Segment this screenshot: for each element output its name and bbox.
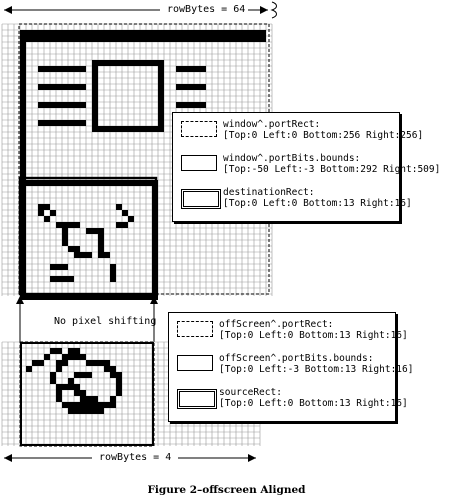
top-dimension-arrowhead-left (4, 6, 12, 14)
legend-title: destinationRect: (223, 187, 315, 198)
dashed-rect-swatch (177, 321, 213, 337)
bottom-rowbytes-label: rowBytes = 4 (96, 452, 175, 464)
legend-title: offScreen^.portBits.bounds: (219, 353, 374, 364)
window-legend-box: window^.portRect: [Top:0 Left:0 Bottom:2… (172, 112, 440, 222)
solid-rect-swatch (181, 155, 217, 171)
top-dimension-arrowhead-right (260, 6, 268, 14)
offscreen-bitmap-pixels (26, 348, 122, 414)
legend-title: window^.portRect: (223, 119, 321, 130)
double-rect-swatch (181, 189, 221, 209)
no-pixel-shifting-note: No pixel shifting (54, 316, 157, 327)
legend-value: [Top:0 Left:0 Bottom:256 Right:256] (223, 130, 424, 141)
right-shift-arrowhead (150, 296, 158, 304)
figure-caption: Figure 2–offscreen Aligned (147, 484, 306, 496)
legend-value: [Top:0 Left:0 Bottom:13 Right:16] (219, 398, 408, 409)
source-rect-outline (20, 342, 154, 446)
bottom-dimension-arrowhead-right (248, 454, 256, 462)
legend-value: [Top:0 Left:0 Bottom:13 Right:16] (223, 198, 412, 209)
legend-title: offScreen^.portRect: (219, 319, 334, 330)
double-rect-swatch (177, 389, 217, 409)
legend-title: sourceRect: (219, 387, 282, 398)
break-mark-icon (270, 1, 277, 19)
left-shift-arrowhead (16, 296, 24, 304)
legend-value: [Top:0 Left:0 Bottom:13 Right:16] (219, 330, 408, 341)
legend-value: [Top:0 Left:-3 Bottom:13 Right:16] (219, 364, 414, 375)
dashed-rect-swatch (181, 121, 217, 137)
top-rowbytes-label: rowBytes = 64 (164, 4, 249, 16)
destination-rect-outline (18, 176, 158, 296)
legend-title: window^.portBits.bounds: (223, 153, 361, 164)
solid-rect-swatch (177, 355, 213, 371)
legend-value: [Top:-50 Left:-3 Bottom:292 Right:509] (223, 164, 441, 175)
offscreen-legend-box: offScreen^.portRect: [Top:0 Left:0 Botto… (168, 312, 413, 422)
bottom-dimension-arrowhead-left (4, 454, 12, 462)
